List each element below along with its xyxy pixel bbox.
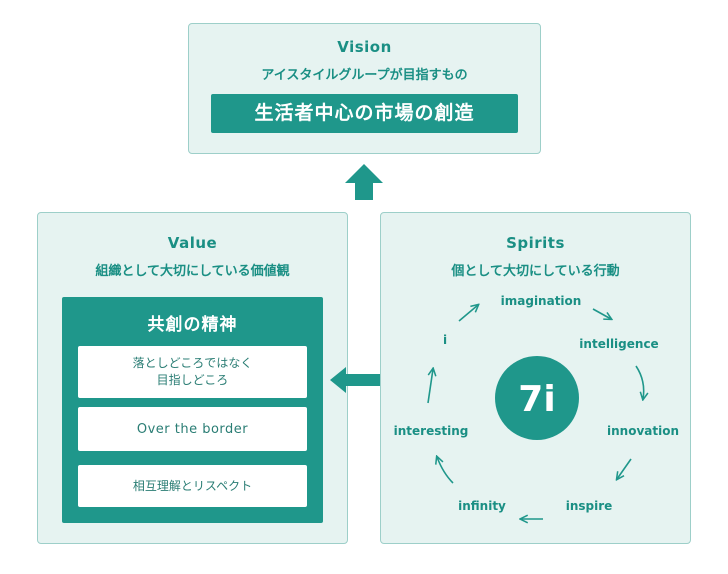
spirits-panel: Spirits 個として大切にしている行動 7i imagination int…	[380, 212, 691, 544]
vision-banner: 生活者中心の市場の創造	[211, 94, 518, 133]
value-item-line: Over the border	[136, 421, 249, 437]
spirits-title: Spirits	[506, 234, 565, 252]
value-item: 落としどころではなく 目指しどころ	[78, 346, 307, 398]
arrow-up-icon	[345, 164, 383, 200]
value-panel: Value 組織として大切にしている価値観 共創の精神 落としどころではなく 目…	[37, 212, 348, 544]
value-item: Over the border	[78, 407, 307, 451]
vision-panel: Vision アイスタイルグループが目指すもの 生活者中心の市場の創造	[188, 23, 541, 154]
center-circle	[495, 356, 579, 440]
value-item: 相互理解とリスペクト	[78, 465, 307, 507]
spirit-label: inspire	[566, 499, 613, 513]
double-arrow-icon	[330, 367, 396, 393]
vision-subtitle: アイスタイルグループが目指すもの	[261, 68, 468, 83]
spirit-label: interesting	[394, 424, 469, 438]
cycle-arrow-icon	[458, 305, 478, 322]
value-box-title: 共創の精神	[147, 315, 238, 335]
spirit-label: infinity	[458, 499, 506, 513]
cycle-arrow-icon	[427, 369, 433, 404]
cycle-arrow-icon	[635, 365, 644, 399]
cycle-arrow-icon	[592, 308, 611, 319]
value-item-line: 目指しどころ	[156, 373, 229, 387]
center-label: 7i	[518, 379, 555, 420]
value-item-line: 相互理解とリスペクト	[132, 478, 253, 493]
value-subtitle: 組織として大切にしている価値観	[95, 264, 290, 279]
value-item-line: 落としどころではなく	[132, 356, 253, 370]
spirits-cycle: 7i imagination intelligence innovation i…	[394, 294, 679, 545]
spirit-label: intelligence	[579, 337, 658, 351]
value-box: 共創の精神 落としどころではなく 目指しどころ Over the border …	[62, 297, 323, 523]
value-title: Value	[167, 234, 218, 252]
vision-title: Vision	[337, 38, 392, 56]
spirit-label: imagination	[501, 294, 582, 308]
cycle-arrow-icon	[437, 457, 454, 484]
spirits-subtitle: 個として大切にしている行動	[451, 264, 620, 279]
spirit-label: i	[443, 333, 447, 347]
spirit-label: innovation	[607, 424, 679, 438]
cycle-arrow-icon	[617, 458, 632, 479]
